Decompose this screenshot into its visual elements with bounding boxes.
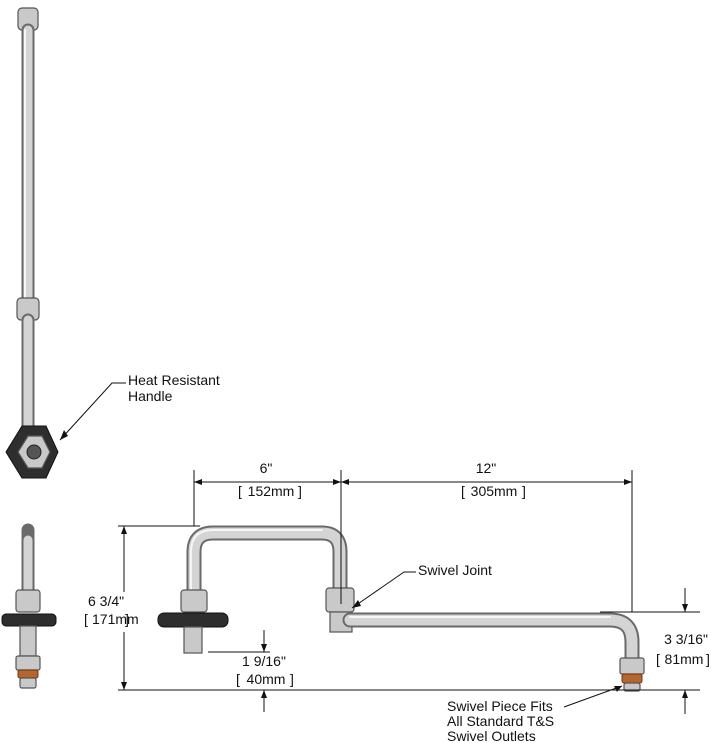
dim-lower-length: 12" [ 305mm ] — [341, 460, 632, 499]
dim-outlet-mm: 81mm — [665, 651, 704, 667]
dim-lower-mm: 305mm — [471, 483, 518, 499]
svg-text:]: ] — [522, 483, 526, 499]
handle-view — [5, 7, 59, 479]
swivel-piece-label-3: Swivel Outlets — [447, 728, 536, 743]
swivel-joint-label: Swivel Joint — [418, 562, 492, 578]
swivel-piece-label-2: All Standard T&S — [447, 713, 554, 729]
svg-text:]: ] — [706, 651, 710, 667]
swivel-joint-nut — [325, 587, 355, 613]
svg-text:[: [ — [461, 483, 465, 499]
svg-text:]: ] — [290, 671, 294, 687]
dim-lower-in: 12" — [476, 460, 497, 476]
base-grip — [157, 612, 229, 628]
heat-resistant-callout: Heat Resistant Handle — [59, 372, 220, 441]
swivel-piece-label-1: Swivel Piece Fits — [447, 698, 553, 714]
dim-outlet-height: 3 3/16" [ 81mm ] — [656, 588, 710, 714]
dim-height-mm: 171mm — [92, 611, 139, 627]
extension-lines — [118, 470, 700, 691]
upper-spout — [186, 525, 348, 604]
svg-text:[: [ — [84, 611, 88, 627]
swivel-piece-callout: Swivel Piece Fits All Standard T&S Swive… — [447, 685, 623, 743]
heat-resistant-label-1: Heat Resistant — [128, 372, 220, 388]
dim-upper-in: 6" — [260, 460, 273, 476]
spout-assembly — [157, 525, 645, 692]
svg-text:]: ] — [125, 611, 129, 627]
side-view-washer — [17, 669, 39, 679]
swivel-joint-callout: Swivel Joint — [351, 562, 492, 609]
dim-overall-height: 6 3/4" [ 171mm ] — [82, 526, 139, 690]
svg-text:[: [ — [238, 483, 242, 499]
svg-text:[: [ — [656, 651, 660, 667]
dim-upper-length: 6" [ 152mm ] — [194, 460, 341, 499]
dim-drop-in: 1 9/16" — [242, 653, 286, 669]
lower-spout — [342, 612, 640, 668]
svg-text:[: [ — [236, 671, 240, 687]
svg-text:]: ] — [298, 483, 302, 499]
dim-drop: 1 9/16" [ 40mm ] — [236, 630, 294, 712]
outlet-washer — [621, 673, 643, 684]
dim-drop-mm: 40mm — [247, 671, 286, 687]
heat-resistant-label-2: Handle — [128, 388, 173, 404]
side-view — [1, 523, 57, 689]
side-view-grip — [1, 613, 57, 627]
dim-outlet-in: 3 3/16" — [664, 631, 708, 647]
dim-upper-mm: 152mm — [248, 483, 295, 499]
dim-height-in: 6 3/4" — [88, 593, 124, 609]
